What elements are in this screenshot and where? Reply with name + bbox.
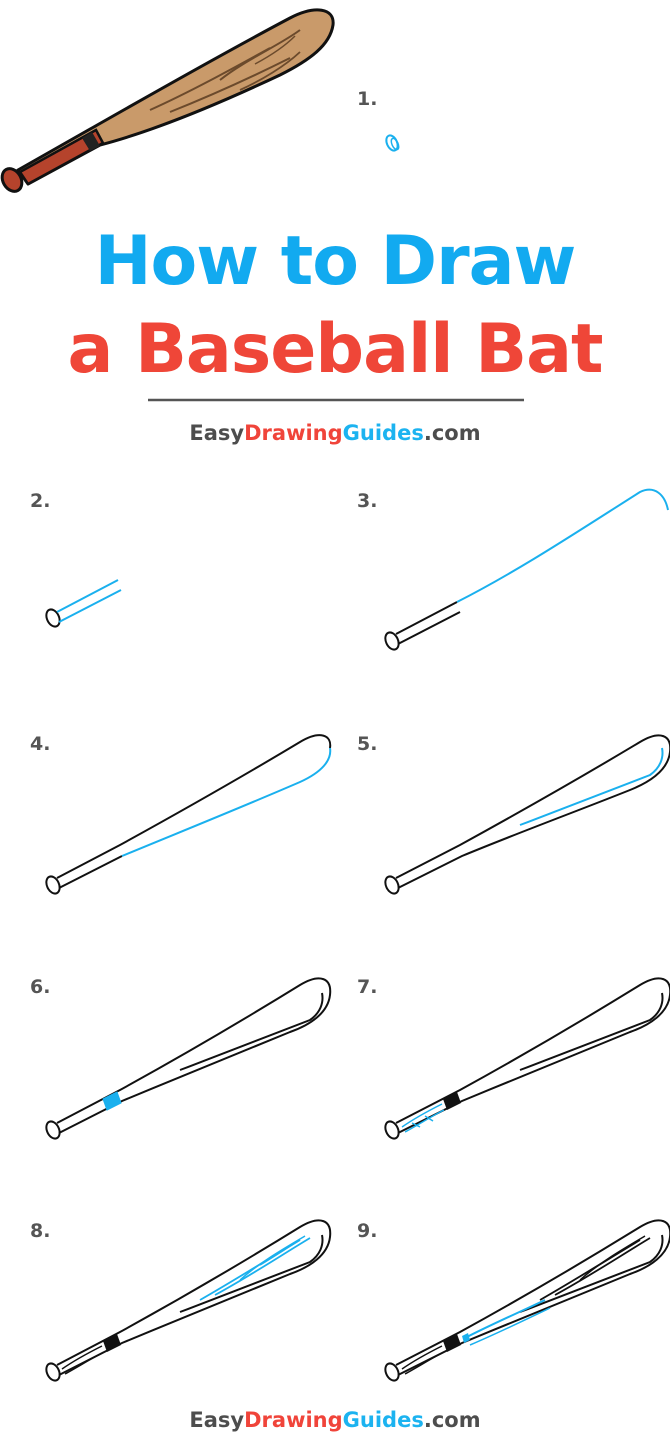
hero-bat-illustration — [0, 8, 335, 193]
step-number-5: 5. — [357, 733, 378, 755]
brand-com: .com — [423, 421, 481, 445]
step-number-6: 6. — [30, 976, 51, 998]
step-number-4: 4. — [30, 733, 51, 755]
brand-drawing: Drawing — [244, 421, 343, 445]
step-2-drawing — [45, 579, 122, 628]
title-line-2: a Baseball Bat — [67, 310, 604, 389]
step-7-drawing — [384, 977, 670, 1140]
brand-guides: Guides — [342, 421, 424, 445]
brand-easy: Easy — [189, 1408, 245, 1432]
title-line-1: How to Draw — [94, 222, 577, 301]
brand-drawing: Drawing — [244, 1408, 343, 1432]
brand-logo-top: EasyDrawingGuides.com — [0, 421, 670, 445]
step-number-1: 1. — [357, 88, 378, 110]
step-4-drawing — [45, 734, 332, 895]
step-9-drawing — [384, 1219, 670, 1382]
step-number-9: 9. — [357, 1220, 378, 1242]
step-number-7: 7. — [357, 976, 378, 998]
step-1-drawing — [385, 134, 400, 152]
brand-guides: Guides — [342, 1408, 424, 1432]
step-number-3: 3. — [357, 490, 378, 512]
step-5-drawing — [384, 734, 670, 895]
step-number-8: 8. — [30, 1220, 51, 1242]
step-number-2: 2. — [30, 490, 51, 512]
step-3-drawing — [384, 488, 669, 651]
step-6-drawing — [45, 977, 332, 1140]
brand-logo-bottom: EasyDrawingGuides.com — [0, 1408, 670, 1432]
brand-easy: Easy — [189, 421, 245, 445]
step-8-drawing — [45, 1219, 332, 1382]
brand-com: .com — [423, 1408, 481, 1432]
